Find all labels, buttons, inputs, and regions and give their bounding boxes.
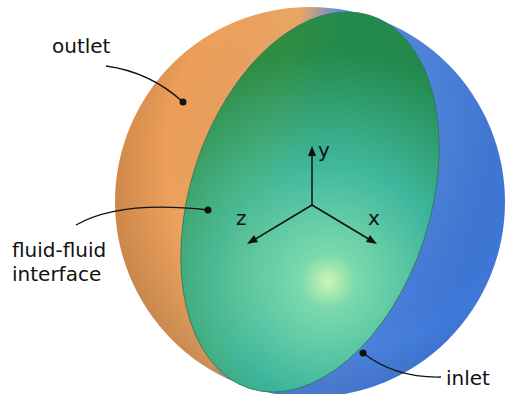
y-axis xyxy=(311,152,313,205)
axis-label: y xyxy=(318,138,338,162)
interface-disk xyxy=(135,0,484,394)
axis-label: z xyxy=(236,206,256,230)
region-label: fluid-fluid interface xyxy=(12,238,142,286)
leader-dots xyxy=(180,99,367,357)
leaders xyxy=(76,66,441,377)
inlet-leader xyxy=(363,353,441,377)
region-label: outlet xyxy=(52,34,142,58)
axis-label: x xyxy=(368,206,388,230)
x-axis xyxy=(312,205,372,241)
region-label: inlet xyxy=(446,366,512,390)
z-head xyxy=(247,235,258,244)
z-axis xyxy=(252,205,312,241)
interface-dot xyxy=(205,207,212,214)
outlet-leader xyxy=(106,66,183,102)
x-head xyxy=(366,235,377,244)
y-head xyxy=(308,146,316,156)
axis-heads xyxy=(247,146,377,244)
inlet-dot xyxy=(360,350,367,357)
outlet-dot xyxy=(180,99,187,106)
interface-leader xyxy=(76,207,208,225)
axes xyxy=(252,152,372,241)
